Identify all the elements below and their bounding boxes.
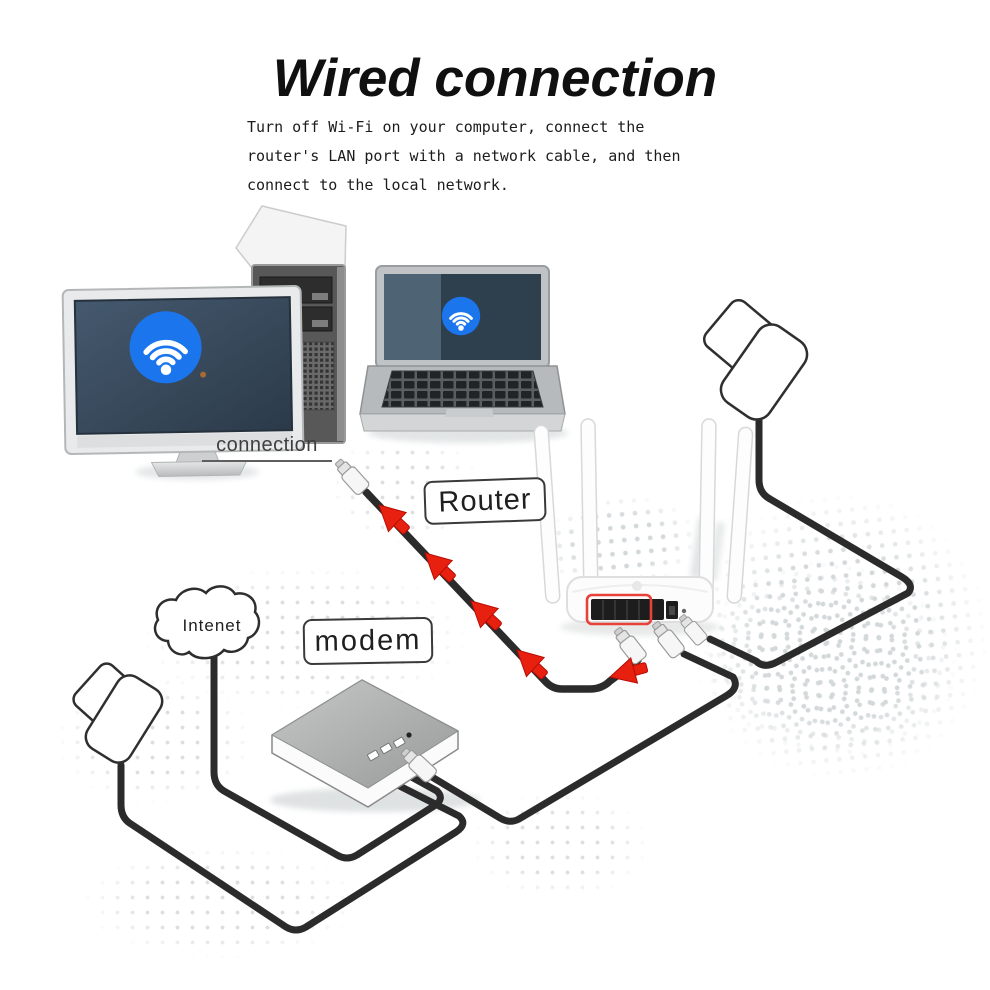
connection-label: connection bbox=[202, 434, 332, 462]
antenna bbox=[726, 426, 754, 604]
monitor-chin bbox=[77, 432, 293, 448]
internet-cloud-icon bbox=[153, 585, 261, 660]
router-device bbox=[533, 418, 754, 626]
laptop-keyboard bbox=[381, 370, 544, 408]
router-power-cable bbox=[706, 411, 914, 669]
instructions-line: connect to the local network. bbox=[247, 176, 509, 194]
lan-port-highlight-box bbox=[585, 593, 653, 626]
instructions-line: router's LAN port with a network cable, … bbox=[247, 147, 681, 165]
router-label: Router bbox=[423, 476, 547, 526]
page-title: Wired connection bbox=[272, 49, 718, 108]
antenna bbox=[698, 418, 717, 596]
laptop-touchpad bbox=[445, 409, 494, 417]
screen-led-dot bbox=[200, 371, 207, 378]
router-antennas bbox=[533, 418, 754, 604]
modem-led bbox=[406, 732, 412, 738]
router-logo-dot bbox=[632, 581, 642, 591]
internet-line bbox=[210, 650, 444, 862]
laptop bbox=[359, 265, 566, 432]
modem-device bbox=[271, 679, 459, 808]
power-adapter-modem bbox=[72, 662, 164, 764]
instructions-line: Turn off Wi-Fi on your computer, connect… bbox=[247, 118, 645, 136]
modem-label: modem bbox=[302, 616, 434, 666]
lan-cable bbox=[362, 488, 642, 693]
desktop-monitor bbox=[61, 285, 305, 477]
direction-arrow bbox=[606, 654, 651, 691]
halftone-pattern bbox=[80, 845, 360, 960]
internet-cloud-label: Intenet bbox=[182, 616, 242, 635]
power-adapter-router bbox=[702, 298, 809, 421]
antenna bbox=[580, 418, 599, 596]
lan-connector-computer-end bbox=[331, 455, 371, 497]
monitor-base bbox=[150, 460, 248, 477]
wan-cable bbox=[428, 650, 739, 825]
laptop-front-edge bbox=[359, 413, 566, 432]
instructions-text: Turn off Wi-Fi on your computer, connect… bbox=[247, 113, 680, 200]
router-reset-hole bbox=[681, 608, 687, 614]
halftone-pattern bbox=[470, 790, 650, 900]
modem-ports bbox=[367, 732, 412, 762]
modem-power-cable bbox=[117, 758, 467, 934]
